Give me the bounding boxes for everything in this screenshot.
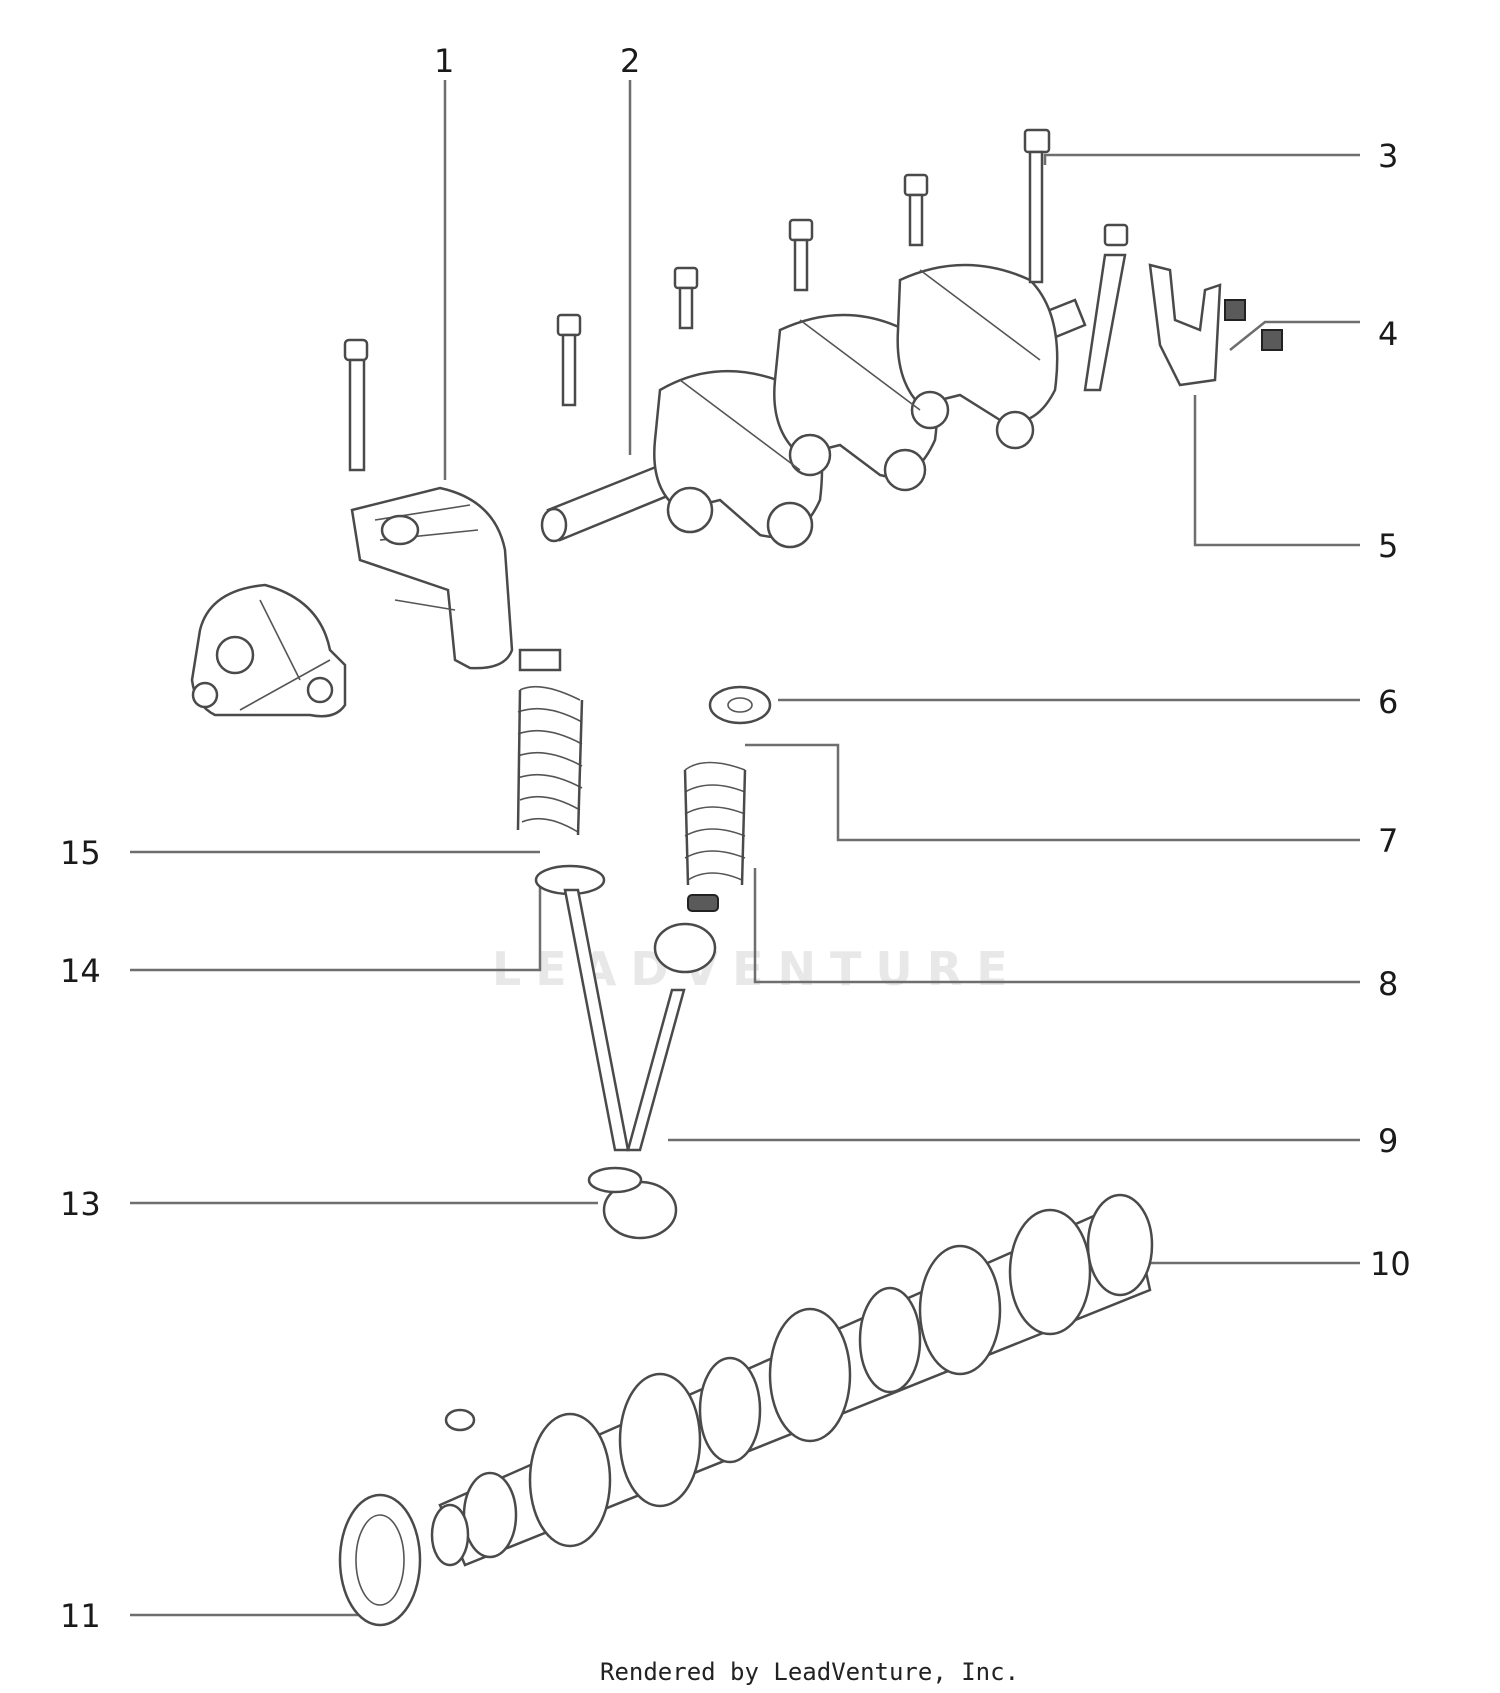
watermark-text: LEADVENTURE [492, 942, 1022, 996]
valve-spring-right-part [653, 761, 747, 974]
callout-13: 13 [60, 1185, 101, 1223]
render-credit: Rendered by LeadVenture, Inc. [600, 1658, 1019, 1686]
oil-seal-part [338, 1493, 422, 1627]
bracket-cap-part [190, 583, 347, 718]
callout-8: 8 [1378, 965, 1398, 1003]
callout-9: 9 [1378, 1122, 1398, 1160]
rocker-shaft-part [540, 263, 1087, 549]
spring-retainer-part [708, 685, 772, 725]
leader-lines [130, 80, 1360, 1617]
callout-3: 3 [1378, 137, 1398, 175]
callout-10: 10 [1370, 1245, 1411, 1283]
callout-5: 5 [1378, 527, 1398, 565]
callout-11: 11 [60, 1597, 101, 1635]
shaft-bracket-part [1148, 263, 1283, 387]
valves-part [563, 888, 686, 1240]
callout-15: 15 [60, 834, 101, 872]
callout-14: 14 [60, 952, 101, 990]
camshaft-part [430, 1193, 1154, 1567]
callout-7: 7 [1378, 822, 1398, 860]
rocker-bracket-part [343, 338, 514, 670]
callout-4: 4 [1378, 315, 1398, 353]
valve-spring-left-part [516, 648, 606, 896]
callout-2: 2 [620, 42, 640, 80]
callout-6: 6 [1378, 683, 1398, 721]
bolts-part [556, 128, 1129, 407]
callout-labels: 1 2 3 4 5 6 7 8 9 10 11 13 14 15 [60, 42, 1411, 1635]
callout-1: 1 [434, 42, 454, 80]
